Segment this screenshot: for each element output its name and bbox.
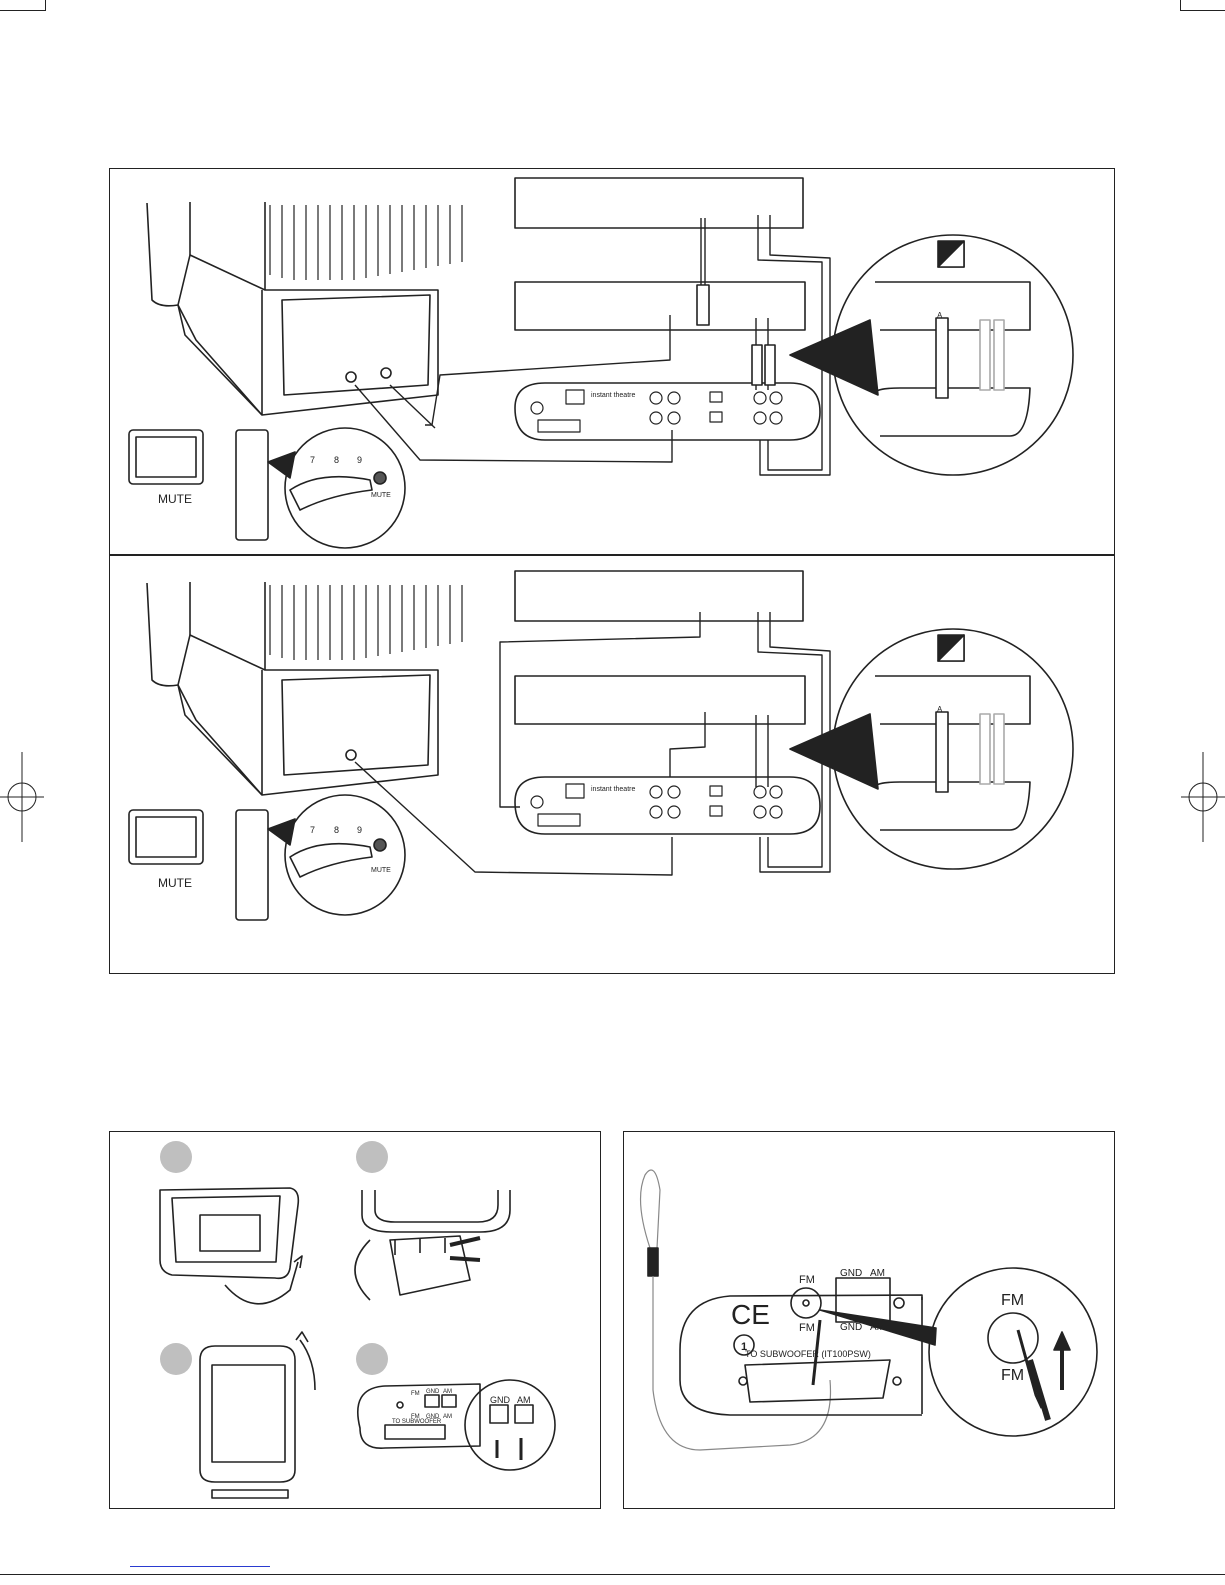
svg-text:CE: CE [731, 1299, 770, 1330]
fm-panel-am-top: AM [870, 1268, 885, 1279]
fm-panel-subwoofer-label: TO SUBWOOFER (IT100PSW) [745, 1349, 871, 1359]
fm-panel-zone-number: 1 [741, 1341, 747, 1353]
fm-zoom-fm-bottom: FM [1001, 1367, 1024, 1384]
fm-zoom-fm-top: FM [1001, 1292, 1024, 1309]
fm-panel-fm-bottom: FM [799, 1322, 815, 1334]
fm-panel-gnd-bottom: GND [840, 1322, 862, 1333]
fm-panel-fm-top: FM [799, 1274, 815, 1286]
bottom-rule [0, 1574, 1225, 1575]
fm-panel-gnd-top: GND [840, 1268, 862, 1279]
footer-link[interactable] [130, 1566, 270, 1567]
fm-panel-am-bottom: AM [870, 1322, 885, 1333]
